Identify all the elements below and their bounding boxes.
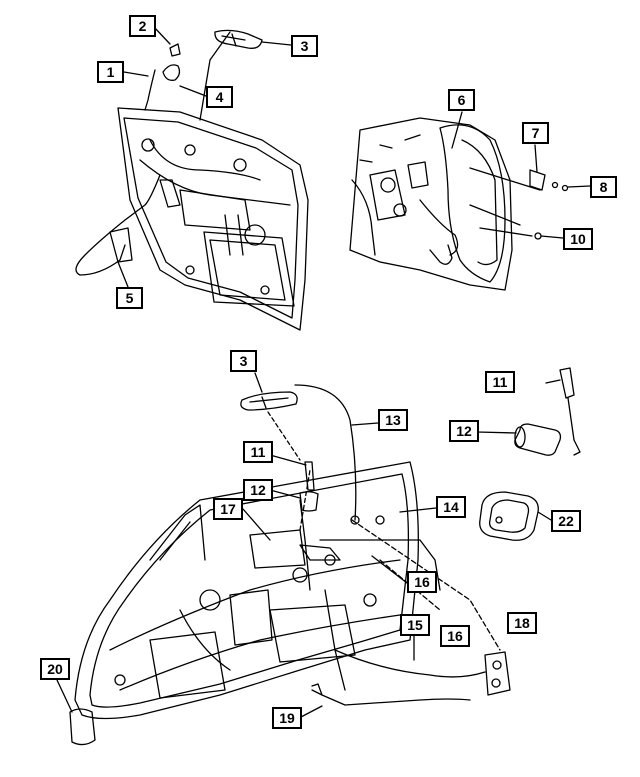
callout-5[interactable]: 5 xyxy=(116,287,143,309)
leader-lines-bottom xyxy=(56,372,561,718)
callout-3[interactable]: 3 xyxy=(230,350,257,372)
callout-19[interactable]: 19 xyxy=(272,707,302,729)
callout-1[interactable]: 1 xyxy=(97,61,124,83)
door-assembly-bottom xyxy=(69,384,511,746)
callout-14[interactable]: 14 xyxy=(436,496,466,518)
callout-4[interactable]: 4 xyxy=(206,86,233,108)
callout-15[interactable]: 15 xyxy=(400,614,430,636)
callout-12[interactable]: 12 xyxy=(243,479,273,501)
callout-8[interactable]: 8 xyxy=(590,176,617,198)
callout-16[interactable]: 16 xyxy=(407,571,437,593)
callout-10[interactable]: 10 xyxy=(563,228,593,250)
door-inner-panel-top-left xyxy=(75,29,309,331)
callout-2[interactable]: 2 xyxy=(129,15,156,37)
callout-17[interactable]: 17 xyxy=(213,498,243,520)
callout-3[interactable]: 3 xyxy=(291,35,318,57)
callout-22[interactable]: 22 xyxy=(551,510,581,532)
callout-11[interactable]: 11 xyxy=(485,371,515,393)
door-latch-area-top-right xyxy=(349,117,569,291)
leader-lines-top-right xyxy=(451,111,591,239)
callout-7[interactable]: 7 xyxy=(522,122,549,144)
callout-13[interactable]: 13 xyxy=(378,409,408,431)
callout-18[interactable]: 18 xyxy=(507,612,537,634)
leader-lines-top-left xyxy=(117,26,292,288)
callout-11[interactable]: 11 xyxy=(243,441,273,463)
callout-6[interactable]: 6 xyxy=(448,89,475,111)
callout-16[interactable]: 16 xyxy=(440,625,470,647)
callout-12[interactable]: 12 xyxy=(449,420,479,442)
callout-20[interactable]: 20 xyxy=(40,658,70,680)
parts-right-column xyxy=(479,367,581,541)
